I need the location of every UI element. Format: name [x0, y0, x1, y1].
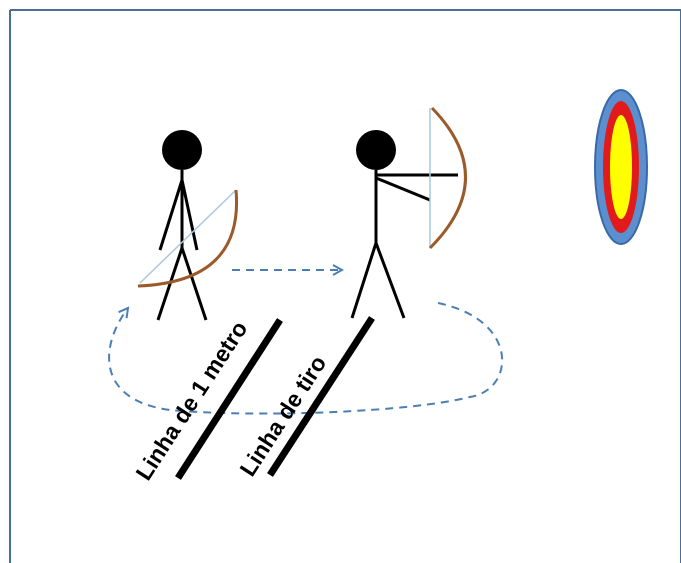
waiting-archer-head [162, 130, 202, 170]
shooting-archer-bow [430, 108, 466, 248]
shooting-archer-figure [352, 108, 466, 318]
shooting-archer-head [356, 130, 396, 170]
target-inner-ring [610, 115, 632, 219]
archery-target [595, 90, 647, 244]
waiting-archer-figure [138, 130, 237, 320]
diagram-frame [10, 10, 681, 563]
